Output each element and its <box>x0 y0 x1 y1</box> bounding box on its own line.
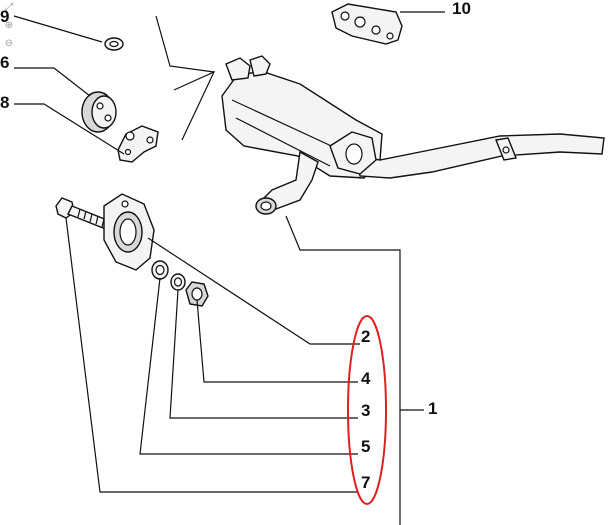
part-6-rubber-mount <box>81 91 117 133</box>
callout-6: 6 <box>0 53 10 72</box>
callout-8: 8 <box>0 93 10 112</box>
zoom-out-icon[interactable]: ⊖ <box>4 38 14 49</box>
leader-9 <box>13 15 103 43</box>
callout-9: 9 <box>0 7 10 26</box>
leader-8 <box>14 103 125 155</box>
expand-icon[interactable]: ⤢ <box>5 2 13 13</box>
leader-3 <box>169 289 358 419</box>
zoom-in-icon[interactable]: ⊕ <box>4 20 14 31</box>
leader-7 <box>65 217 358 493</box>
part-10-bracket <box>331 3 403 45</box>
leader-6 <box>14 67 91 97</box>
part-2-flange <box>103 193 155 271</box>
callout-7: 7 <box>361 473 371 492</box>
callout-3: 3 <box>361 401 371 420</box>
part-4-nut <box>185 281 209 307</box>
leader-1 <box>285 215 401 525</box>
leader-4 <box>196 299 358 383</box>
callout-1: 1 <box>428 399 438 418</box>
leader-2 <box>147 237 360 345</box>
callout-2: 2 <box>361 327 371 346</box>
part-5-washer <box>151 260 169 280</box>
leader-5 <box>139 277 358 455</box>
break-line-bottom <box>173 70 216 141</box>
break-line-top <box>155 15 215 73</box>
part-1-silencer <box>155 15 605 215</box>
highlight-ellipse <box>347 315 387 505</box>
callout-5: 5 <box>361 437 371 456</box>
part-7-bolt <box>55 197 113 231</box>
callout-4: 4 <box>361 369 371 388</box>
part-9-nut <box>104 37 124 51</box>
part-8-hanger-bracket <box>117 125 159 163</box>
callout-10: 10 <box>452 0 471 18</box>
part-3-spring-washer <box>170 273 186 291</box>
